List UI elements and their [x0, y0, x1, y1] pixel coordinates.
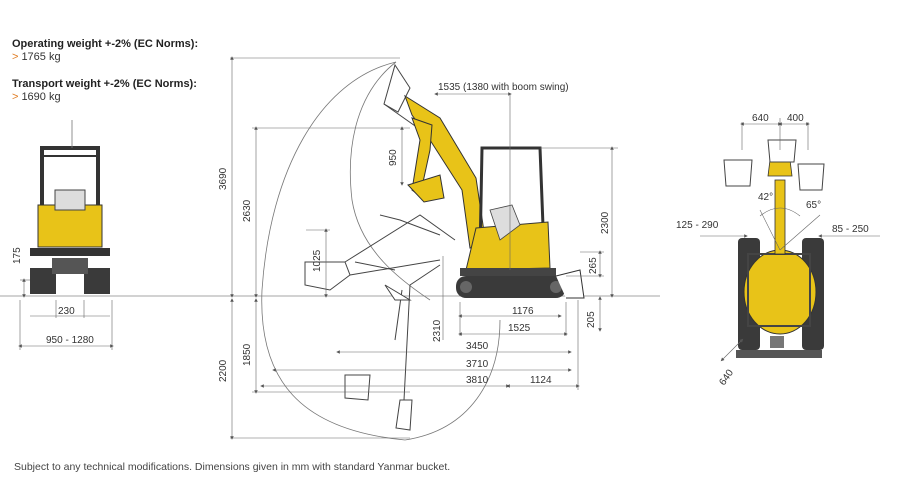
swing-left-label: 125 - 290 — [676, 220, 719, 231]
dump-height-label: 2630 — [242, 199, 253, 222]
blade-height-label: 1025 — [312, 249, 323, 272]
transport-weight-label: Transport weight +-2% (EC Norms): — [12, 78, 197, 90]
transport-weight-value: 1690 kg — [21, 91, 61, 103]
cab-height-label: 2300 — [600, 211, 611, 234]
front-track-label: 230 — [58, 306, 75, 317]
arm-length-label: 950 — [388, 149, 399, 166]
transport-weight-spec: Transport weight +-2% (EC Norms): >1690 … — [12, 78, 197, 104]
ground-clearance-label: 205 — [586, 311, 597, 328]
footer-note: Subject to any technical modifications. … — [14, 461, 451, 473]
angle-right-label: 65° — [806, 200, 821, 211]
front-height-label: 175 — [12, 247, 23, 264]
tumbler-distance-label: 1525 — [508, 323, 531, 334]
side-view-machine — [404, 94, 585, 299]
counterweight-height-label: 265 — [588, 257, 599, 274]
offset-left-label: 640 — [752, 113, 769, 124]
side-view-dimension-lines — [230, 56, 618, 440]
overall-height-label: 3690 — [218, 167, 229, 190]
operating-weight-label: Operating weight +-2% (EC Norms): — [12, 38, 199, 50]
dig-depth-label: 2200 — [218, 359, 229, 382]
length-3710-label: 3710 — [466, 359, 489, 370]
front-view-machine — [30, 120, 110, 294]
swing-right-label: 85 - 250 — [832, 224, 869, 235]
top-view-buckets — [723, 139, 825, 191]
working-envelope — [261, 61, 501, 441]
value-marker: > — [12, 51, 19, 63]
operating-weight-spec: Operating weight +-2% (EC Norms): >1765 … — [12, 38, 198, 64]
length-3450-label: 3450 — [466, 341, 489, 352]
vertical-wall-label: 1850 — [242, 343, 253, 366]
boom-offset-label: 1535 (1380 with boom swing) — [438, 82, 569, 93]
front-width-label: 950 - 1280 — [46, 335, 94, 346]
value-marker: > — [12, 91, 19, 103]
angle-left-label: 42° — [758, 192, 773, 203]
reach-label: 3810 — [466, 375, 489, 386]
track-length-label: 1176 — [512, 306, 534, 317]
top-view-machine — [736, 159, 824, 358]
front-view-dimension-lines — [18, 278, 114, 350]
side-view-arm-positions — [304, 63, 456, 431]
top-view-dimension-lines — [700, 118, 880, 362]
min-swing-label: 2310 — [432, 319, 443, 342]
min-turning-label: 640 — [717, 367, 736, 387]
offset-right-label: 400 — [787, 113, 804, 124]
operating-weight-value: 1765 kg — [21, 51, 61, 63]
tail-swing-label: 1124 — [530, 375, 552, 386]
